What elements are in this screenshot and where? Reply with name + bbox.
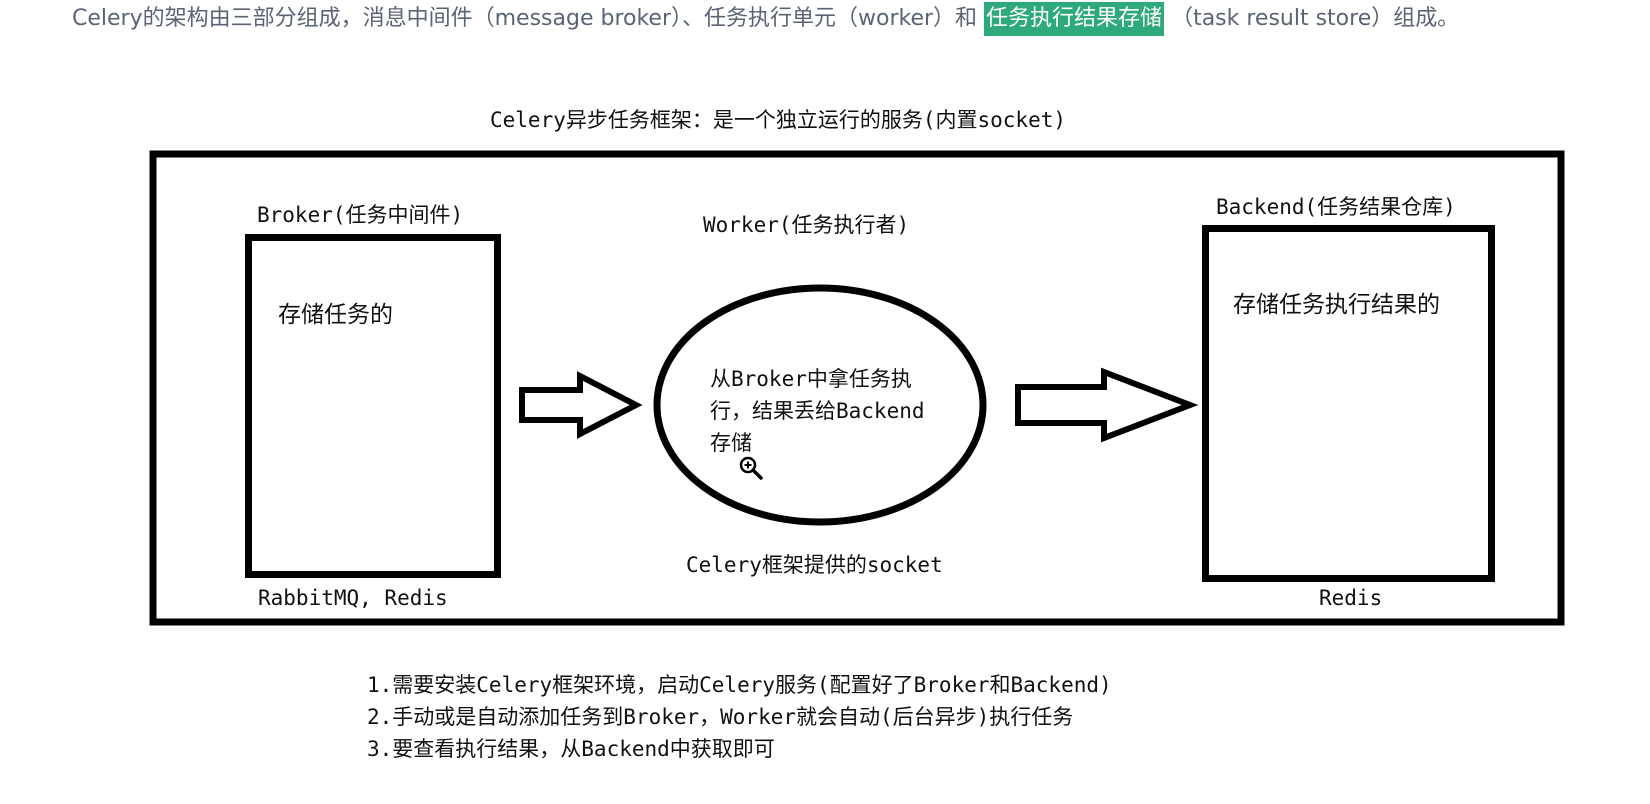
intro-paragraph: Celery的架构由三部分组成，消息中间件（message broker）、任务… [72, 2, 1459, 36]
broker-box [245, 234, 501, 578]
diagram-title: Celery异步任务框架：是一个独立运行的服务(内置socket) [490, 108, 1067, 132]
note-item: 3.要查看执行结果，从Backend中获取即可 [367, 737, 775, 761]
note-item: 1.需要安装Celery框架环境，启动Celery服务(配置好了Broker和B… [367, 673, 1112, 697]
right-arrow-icon [519, 371, 643, 439]
intro-highlight: 任务执行结果存储 [984, 2, 1165, 36]
worker-title: Worker(任务执行者) [703, 213, 910, 237]
worker-footer: Celery框架提供的socket [686, 553, 943, 577]
broker-content: 存储任务的 [278, 302, 393, 328]
outer-frame [149, 150, 1565, 626]
broker-title: Broker(任务中间件) [257, 203, 464, 227]
backend-content: 存储任务执行结果的 [1233, 292, 1440, 318]
intro-text-after: （task result store）组成。 [1171, 6, 1460, 31]
backend-title: Backend(任务结果仓库) [1216, 195, 1456, 219]
zoom-in-icon [739, 456, 763, 480]
worker-content-line: 从Broker中拿任务执 [710, 367, 912, 391]
broker-footer: RabbitMQ, Redis [258, 586, 448, 610]
worker-content-line: 行，结果丢给Backend [710, 399, 925, 423]
note-item: 2.手动或是自动添加任务到Broker，Worker就会自动(后台异步)执行任务 [367, 705, 1074, 729]
worker-content: 从Broker中拿任务执 行，结果丢给Backend 存储 [710, 363, 925, 459]
worker-ellipse [653, 284, 987, 526]
worker-content-line: 存储 [710, 431, 752, 455]
intro-text-before: Celery的架构由三部分组成，消息中间件（message broker）、任务… [72, 6, 978, 31]
backend-footer: Redis [1319, 586, 1383, 610]
backend-box [1202, 225, 1495, 582]
notes-list: 1.需要安装Celery框架环境，启动Celery服务(配置好了Broker和B… [367, 669, 1112, 765]
right-arrow-icon [1015, 367, 1199, 443]
